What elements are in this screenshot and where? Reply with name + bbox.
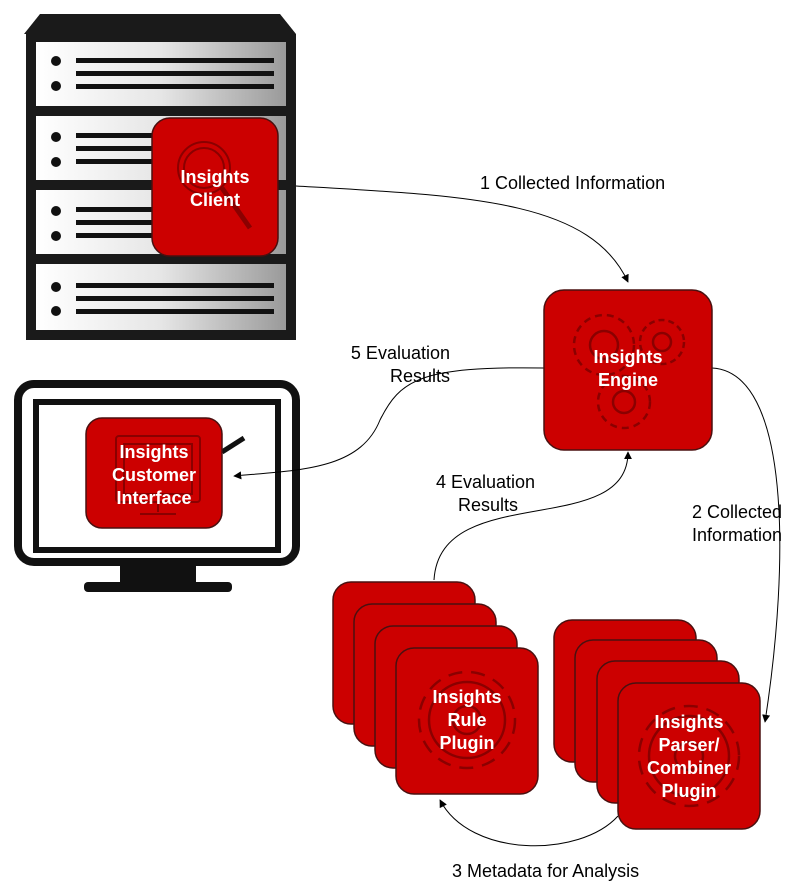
edge-label-line: Results <box>458 495 518 515</box>
node-label-line: Customer <box>112 465 196 485</box>
plugin-card <box>395 647 539 795</box>
server-panel <box>36 264 286 330</box>
gears-icon <box>572 313 686 430</box>
node-label-line: Rule <box>447 710 486 730</box>
node-label-line: Parser/ <box>658 735 719 755</box>
edge-label-1: 1 Collected Information <box>480 173 665 193</box>
node-label-line: Plugin <box>440 733 495 753</box>
edge-label-line: Results <box>390 366 450 386</box>
edge-label-line: 4 Evaluation <box>436 472 535 492</box>
node-label-line: Insights <box>432 687 501 707</box>
server-panel <box>36 42 286 106</box>
node-label-line: Plugin <box>662 781 717 801</box>
node-label-line: Insights <box>593 347 662 367</box>
edge-collected-information-1 <box>295 185 629 283</box>
desktop-monitor-icon <box>14 380 300 592</box>
edge-evaluation-results-4 <box>433 451 632 581</box>
gear-icon <box>417 670 517 770</box>
edge-label-line: 5 Evaluation <box>351 343 450 363</box>
edge-label-line: 3 Metadata for Analysis <box>452 861 639 881</box>
node-label-line: Insights <box>119 442 188 462</box>
node-label-line: Client <box>190 190 240 210</box>
edge-label-line: 1 Collected Information <box>480 173 665 193</box>
edge-label-3: 3 Metadata for Analysis <box>452 861 639 881</box>
edge-collected-information-2 <box>711 367 781 723</box>
monitor-icon <box>115 435 201 515</box>
node-label-line: Insights <box>180 167 249 187</box>
edge-label-line: Information <box>692 525 782 545</box>
edge-label-line: 2 Collected <box>692 502 782 522</box>
node-label-line: Engine <box>598 370 658 390</box>
gear-icon <box>637 704 741 808</box>
edge-metadata-for-analysis-3 <box>439 799 619 847</box>
node-label-line: Interface <box>116 488 191 508</box>
node-label-line: Insights <box>654 712 723 732</box>
edge-evaluation-results-5 <box>233 367 545 480</box>
magnifier-icon <box>177 141 253 230</box>
node-label-line: Combiner <box>647 758 731 778</box>
